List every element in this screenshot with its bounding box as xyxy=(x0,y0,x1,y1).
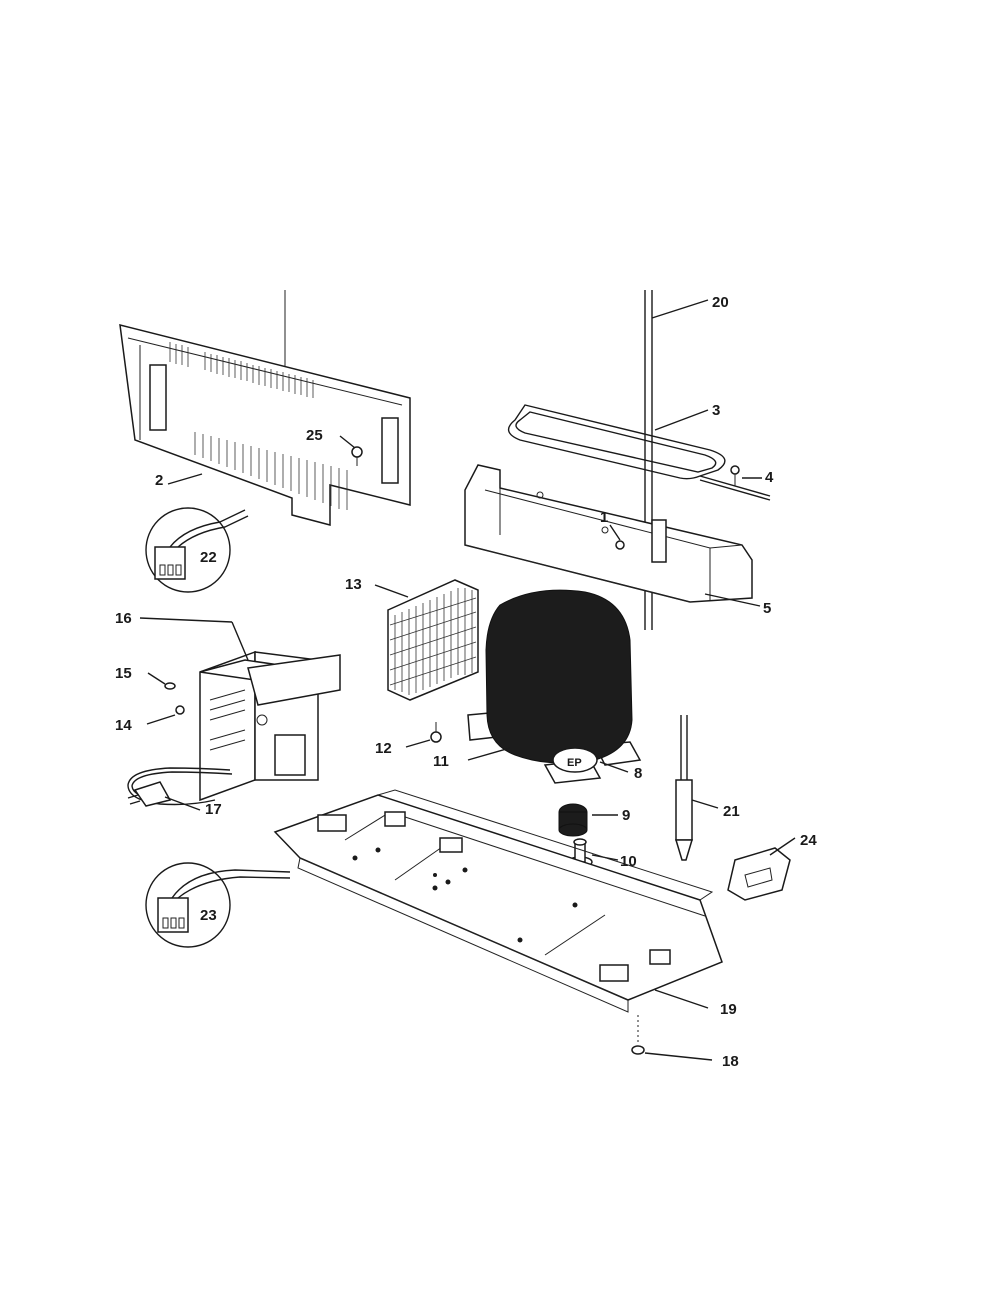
callout-23: 23 xyxy=(200,907,217,924)
callout-14: 14 xyxy=(115,717,132,734)
callout-22: 22 xyxy=(200,549,217,566)
control-relay-part-16 xyxy=(139,617,341,802)
callout-15: 15 xyxy=(115,665,132,682)
callout-10: 10 xyxy=(620,853,637,870)
rear-panel-part-2 xyxy=(119,290,411,526)
svg-text:EP: EP xyxy=(567,757,582,769)
callout-9: 9 xyxy=(622,807,630,824)
screw-part-15 xyxy=(147,672,176,690)
callout-24: 24 xyxy=(800,832,817,849)
heater-coil-part-3 xyxy=(507,404,771,501)
callout-5: 5 xyxy=(763,600,771,617)
screw-part-18 xyxy=(631,1015,713,1061)
harness-inset-part-22 xyxy=(145,507,249,593)
callout-4: 4 xyxy=(765,469,774,486)
callout-25: 25 xyxy=(306,427,323,444)
callout-20: 20 xyxy=(712,294,729,311)
callout-19: 19 xyxy=(720,1001,737,1018)
thermostat-probe-part-21 xyxy=(674,715,719,861)
callout-16: 16 xyxy=(115,610,132,627)
condenser-part-13 xyxy=(374,579,479,701)
screw-part-25 xyxy=(339,435,363,466)
callout-13: 13 xyxy=(345,576,362,593)
callout-17: 17 xyxy=(205,801,222,818)
harness-inset-part-23 xyxy=(145,862,291,948)
washer-part-14 xyxy=(146,705,185,725)
screw-part-12 xyxy=(405,722,442,748)
bracket-part-24 xyxy=(727,837,796,901)
screw-part-4 xyxy=(730,465,762,486)
callout-12: 12 xyxy=(375,740,392,757)
compressor-part-11: EP xyxy=(467,589,642,784)
callout-1: 1 xyxy=(600,509,608,526)
callout-21: 21 xyxy=(723,803,740,820)
callout-3: 3 xyxy=(712,402,720,419)
callout-8: 8 xyxy=(634,765,642,782)
leader-lines xyxy=(167,473,203,485)
callout-11: 11 xyxy=(433,753,449,770)
base-plate-part-19 xyxy=(273,789,723,1013)
power-cord-part-17 xyxy=(127,767,233,811)
grommet-part-9 xyxy=(558,803,618,837)
drain-pan-part-5 xyxy=(464,464,761,607)
screw-part-1 xyxy=(609,524,625,550)
callout-18: 18 xyxy=(722,1053,739,1070)
callout-2: 2 xyxy=(155,472,163,489)
callout-labels: 1 2 3 4 5 8 9 10 11 12 13 14 15 16 17 18… xyxy=(115,294,817,1070)
